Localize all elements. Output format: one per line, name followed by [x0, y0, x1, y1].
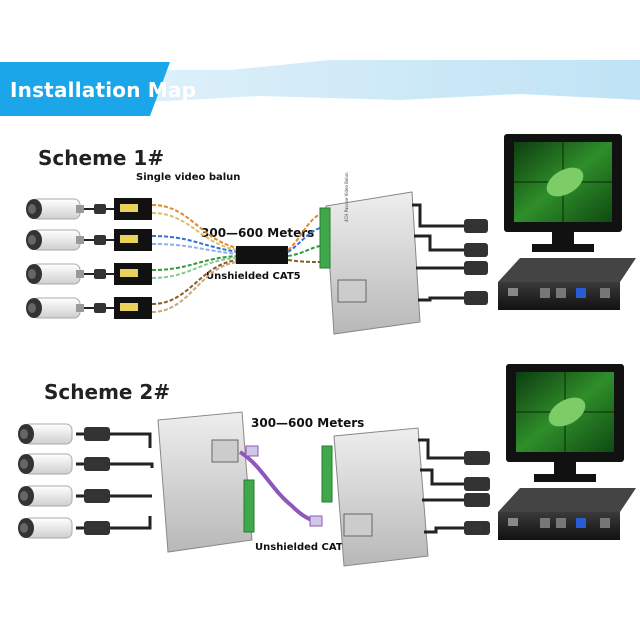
bnc-connector-icon — [84, 427, 110, 441]
scheme-2-hub-bnc-connectors — [464, 451, 490, 535]
scheme-1-cable-label: Unshielded CAT5 — [206, 271, 301, 282]
scheme-2-cable-label: Unshielded CAT5 — [255, 542, 350, 553]
scheme-2-hub-b — [321, 427, 429, 567]
bnc-connector-icon — [464, 243, 488, 257]
cat5-cable — [238, 450, 317, 524]
bnc-connector-icon — [94, 204, 106, 214]
balun-icon — [114, 297, 152, 319]
scheme-1-heading: Scheme 1# — [38, 146, 165, 170]
camera-icon — [18, 423, 73, 445]
scheme-1-hub-bnc-connectors — [464, 219, 488, 305]
scheme-1-cameras — [26, 198, 84, 319]
cat5-cable — [236, 246, 288, 264]
camera-icon — [26, 198, 84, 220]
bnc-connector-icon — [464, 261, 488, 275]
scheme-1-hub: 4CH Passive Video Balun — [319, 172, 421, 335]
balun-icon — [114, 263, 152, 285]
page-title: Installation Map — [10, 78, 197, 102]
title-banner — [0, 60, 640, 120]
bnc-connector-icon — [94, 235, 106, 245]
scheme-2-cameras — [18, 423, 73, 539]
balun-icon — [114, 198, 152, 220]
scheme-2-camera-cables — [76, 432, 154, 530]
scheme-2-hub-bnc-cables — [418, 438, 470, 534]
scheme-1-distance-label: 300—600 Meters — [201, 226, 315, 240]
terminal-block — [321, 445, 333, 503]
scheme-1-bnc-cables — [84, 208, 116, 309]
dvr-icon — [498, 488, 636, 540]
scheme-1-twisted-pairs — [151, 204, 239, 313]
bnc-connector-icon — [94, 269, 106, 279]
bnc-connector-icon — [464, 477, 490, 491]
single-balun-label: Single video balun — [136, 172, 241, 183]
scheme-1-hub-bnc-cables — [412, 203, 470, 302]
bnc-connector-icon — [464, 451, 490, 465]
terminal-block — [319, 207, 331, 269]
rj45-port — [337, 279, 367, 303]
rj45-plug — [309, 515, 323, 527]
camera-icon — [18, 517, 73, 539]
bnc-connector-icon — [84, 521, 110, 535]
bnc-connector-icon — [464, 219, 488, 233]
camera-icon — [18, 453, 73, 475]
bnc-connector-icon — [464, 493, 490, 507]
dvr-icon — [498, 258, 636, 310]
banner-background — [0, 60, 640, 116]
bnc-connector-icon — [464, 521, 490, 535]
scheme-1-baluns — [114, 198, 152, 319]
bnc-connector-icon — [464, 291, 488, 305]
scheme-2-heading: Scheme 2# — [44, 380, 171, 404]
rj45-port — [343, 513, 373, 537]
bnc-connector-icon — [84, 457, 110, 471]
monitor-icon — [506, 364, 624, 482]
scheme-1-cable-fanout — [287, 213, 321, 263]
bnc-connector-icon — [84, 489, 110, 503]
monitor-icon — [504, 134, 622, 252]
bnc-connector-icon — [94, 303, 106, 313]
rj45-port — [211, 439, 239, 463]
scheme-2-hub-a — [157, 411, 255, 553]
balun-icon — [114, 229, 152, 251]
camera-icon — [26, 263, 84, 285]
rj45-plug — [245, 445, 259, 457]
scheme-2-distance-label: 300—600 Meters — [251, 416, 365, 430]
scheme-2-bnc-connectors — [84, 427, 110, 535]
scheme-1-bnc-connectors — [94, 204, 106, 313]
camera-icon — [18, 485, 73, 507]
camera-icon — [26, 229, 84, 251]
terminal-block — [243, 479, 255, 533]
svg-text:4CH Passive Video Balun: 4CH Passive Video Balun — [344, 172, 349, 222]
camera-icon — [26, 297, 84, 319]
